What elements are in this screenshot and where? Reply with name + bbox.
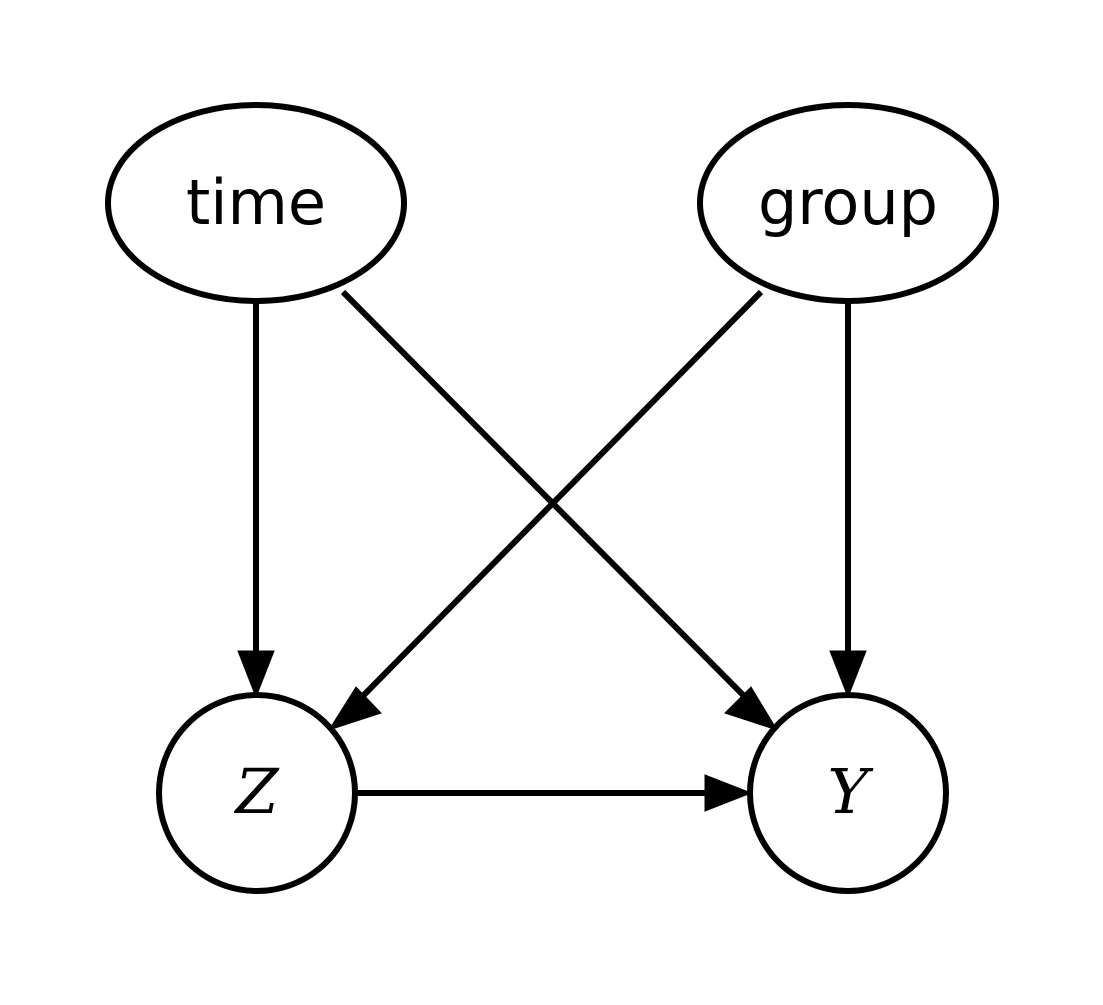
node-group[interactable]: group [697,102,999,304]
node-Y-label: Y [828,755,874,828]
node-time-ellipse [105,102,407,304]
node-time[interactable]: time [105,102,407,304]
edge-group-to-Z-line [352,289,764,707]
node-time-label: time [186,166,326,239]
node-Z-label: Z [233,755,279,828]
edge-time-to-Z[interactable] [237,302,275,699]
node-Z[interactable]: Z [156,692,358,894]
edge-time-to-Y-arrowhead [724,686,779,731]
edge-layer [237,289,867,812]
node-Y[interactable]: Y [747,692,949,894]
edge-group-to-Y-arrowhead [829,650,867,699]
edge-group-to-Z-arrowhead [327,686,382,731]
edge-time-to-Z-arrowhead [237,650,275,699]
edge-Z-to-Y-arrowhead [704,774,753,812]
edge-group-to-Z[interactable] [327,289,764,731]
edge-Z-to-Y[interactable] [355,774,753,812]
node-Y-circle [747,692,949,894]
edge-group-to-Y[interactable] [829,302,867,699]
edge-time-to-Y-line [340,289,755,707]
edge-time-to-Y[interactable] [340,289,779,731]
node-group-ellipse [697,102,999,304]
node-Z-circle [156,692,358,894]
node-group-label: group [758,166,938,239]
node-layer: time group Z Y [105,102,999,894]
